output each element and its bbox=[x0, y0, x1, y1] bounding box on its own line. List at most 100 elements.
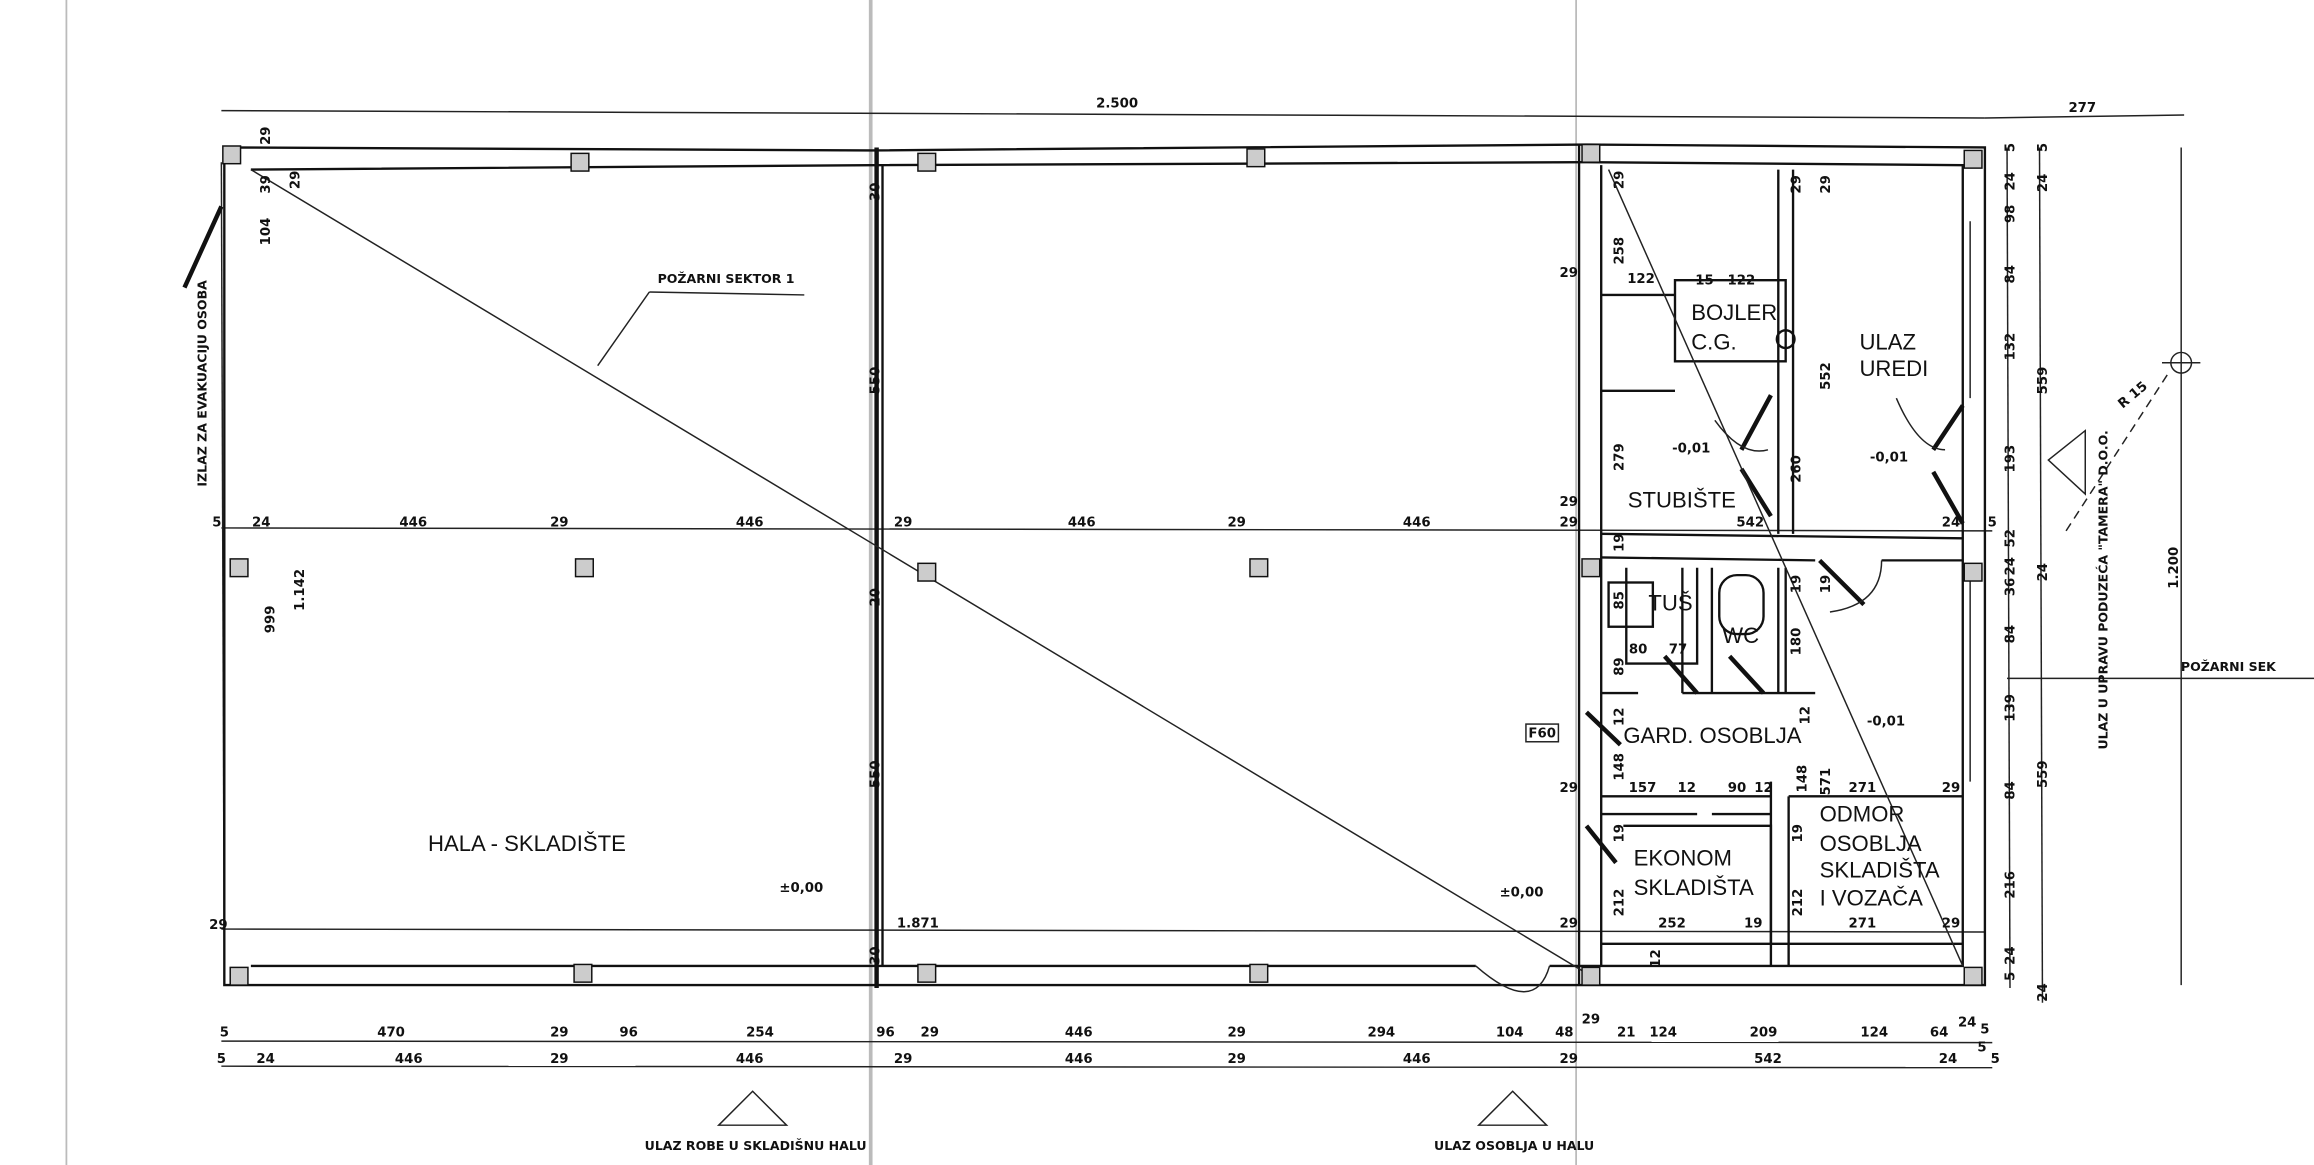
column-icon bbox=[1581, 143, 1601, 163]
dimension-label: 148 bbox=[1795, 765, 1810, 793]
dimension-label: 19 bbox=[1612, 824, 1627, 842]
dimension-label: 96 bbox=[876, 1026, 894, 1041]
symbols bbox=[716, 351, 2201, 1126]
dimension-label: 24 bbox=[2036, 174, 2051, 192]
dimension-label: 5 bbox=[2036, 143, 2051, 152]
dimension-label: 19 bbox=[1789, 575, 1804, 593]
dimension-label: 999 bbox=[263, 606, 278, 634]
dimension-label: 252 bbox=[1658, 917, 1686, 932]
entrance-triangle bbox=[2047, 429, 2086, 496]
dimension-label: 212 bbox=[1612, 889, 1627, 917]
level-mark: -0,01 bbox=[1870, 451, 1908, 466]
dimension-label: 258 bbox=[1612, 237, 1627, 265]
column-icon bbox=[1963, 562, 1983, 582]
entrance-triangle bbox=[716, 1090, 789, 1126]
dimension-label: 216 bbox=[2003, 871, 2018, 899]
column-icon bbox=[229, 558, 249, 578]
dimension-label: 542 bbox=[1736, 515, 1764, 530]
dimension-label: 552 bbox=[1819, 362, 1834, 390]
column-icon bbox=[570, 152, 590, 172]
dimension-label: 104 bbox=[1496, 1026, 1524, 1041]
dimension-label: 180 bbox=[1789, 628, 1804, 656]
dimension-label: 29 bbox=[1227, 1052, 1245, 1067]
level-mark: ±0,00 bbox=[1500, 886, 1544, 901]
dimension-label: 294 bbox=[1367, 1026, 1395, 1041]
dimension-label: 29 bbox=[920, 1026, 938, 1041]
dimension-label: 89 bbox=[1612, 657, 1627, 675]
dimension-label: 12 bbox=[1649, 949, 1664, 967]
dimension-label: 446 bbox=[1065, 1026, 1093, 1041]
dimension-label: 29 bbox=[1560, 1052, 1578, 1067]
evacuation-exit-label: IZLAZ ZA EVAKUACIJU OSOBA bbox=[195, 280, 210, 487]
dimension-label: 2.500 bbox=[1096, 97, 1138, 112]
dimension-label: 12 bbox=[1754, 781, 1772, 796]
dimension-label: 5 bbox=[1991, 1052, 2000, 1067]
dimension-label: 24 bbox=[2036, 563, 2051, 581]
dimension-label: 29 bbox=[1560, 266, 1578, 281]
dimension-label: 260 bbox=[1789, 455, 1804, 483]
columns bbox=[222, 143, 1983, 986]
dimension-label: 39 bbox=[259, 175, 274, 193]
outer-walls bbox=[223, 143, 1987, 989]
dimension-label: 542 bbox=[1754, 1052, 1782, 1067]
dimension-label: 29 bbox=[1942, 917, 1960, 932]
dimension-label: 559 bbox=[2036, 367, 2051, 395]
dimension-label: 139 bbox=[2003, 694, 2018, 722]
dimension-label: 85 bbox=[1612, 591, 1627, 609]
dimension-label: 29 bbox=[1612, 171, 1627, 189]
dimension-label: 90 bbox=[1728, 781, 1746, 796]
dimension-label: 5 bbox=[1988, 515, 1997, 530]
dimension-label: 24 bbox=[2003, 172, 2018, 190]
dimension-label: 254 bbox=[746, 1026, 774, 1041]
dimension-label: 24 bbox=[252, 515, 270, 530]
room-label: EKONOM bbox=[1634, 846, 1732, 871]
fire-sector-label: POŽARNI SEK bbox=[2181, 659, 2277, 674]
dimension-label: 52 bbox=[2003, 529, 2018, 547]
room-label: I VOZAČA bbox=[1820, 885, 1923, 910]
dimension-label: 84 bbox=[2003, 265, 2018, 283]
dimension-label: 29 bbox=[1560, 917, 1578, 932]
fire-door-label: F60 bbox=[1528, 726, 1556, 741]
dimension-label: 122 bbox=[1627, 272, 1655, 287]
dimension-label: 1.142 bbox=[293, 569, 308, 611]
column-icon bbox=[1246, 148, 1266, 168]
dimension-label: 5 bbox=[1980, 1023, 1989, 1038]
room-label: ODMOR bbox=[1820, 801, 1905, 826]
dimension-label: 5 bbox=[212, 515, 221, 530]
room-label: TUŠ bbox=[1648, 591, 1692, 616]
dimension-label: 446 bbox=[399, 515, 427, 530]
column-icon bbox=[1963, 966, 1983, 986]
dimension-label: 29 bbox=[1560, 515, 1578, 530]
dimension-label: 29 bbox=[259, 126, 274, 144]
dimension-label: 24 bbox=[2003, 946, 2018, 964]
column-icon bbox=[229, 966, 249, 986]
dimension-label: 446 bbox=[1403, 1052, 1431, 1067]
room-label: SKLADIŠTA bbox=[1634, 875, 1754, 900]
dimension-label: 1.200 bbox=[2167, 547, 2182, 589]
column-icon bbox=[574, 558, 594, 578]
entrance-label: ULAZ OSOBLJA U HALU bbox=[1434, 1138, 1594, 1153]
dimension-label: 446 bbox=[395, 1052, 423, 1067]
room-label: ULAZ bbox=[1859, 330, 1916, 355]
dimension-label: 12 bbox=[1798, 706, 1813, 724]
column-icon bbox=[917, 562, 937, 582]
dimension-label: 5 bbox=[2003, 972, 2018, 981]
dimension-label: 104 bbox=[259, 218, 274, 246]
entrance-label: ULAZ U UPRAVU PODUZEĆA "TAMERA" D.O.O. bbox=[2095, 430, 2110, 749]
dimension-label: 19 bbox=[1791, 824, 1806, 842]
dimension-label: 29 bbox=[550, 1026, 568, 1041]
dimension-label: 24 bbox=[2003, 557, 2018, 575]
room-label: WC bbox=[1722, 623, 1759, 648]
column-icon bbox=[573, 963, 593, 983]
dimension-label: 5 bbox=[2003, 143, 2018, 152]
dimension-label: 29 bbox=[209, 918, 227, 933]
dimension-label: 29 bbox=[1789, 175, 1804, 193]
dimension-label: 29 bbox=[550, 1052, 568, 1067]
dimension-label: 29 bbox=[1227, 1026, 1245, 1041]
dimension-label: 193 bbox=[2003, 445, 2018, 473]
fire-sector-label: POŽARNI SEKTOR 1 bbox=[658, 271, 795, 286]
dimension-label: 24 bbox=[1958, 1015, 1976, 1030]
column-icon bbox=[917, 152, 937, 172]
